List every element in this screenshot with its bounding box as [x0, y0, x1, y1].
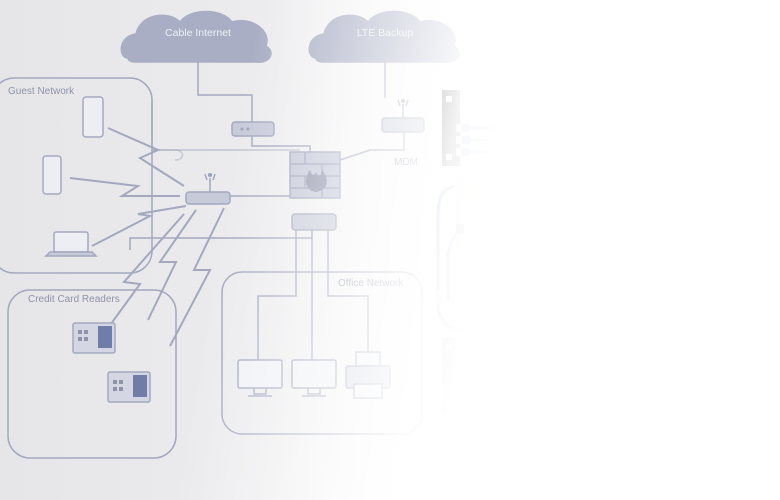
link-cable-to-modem — [197, 62, 253, 122]
card-reader-icon — [72, 322, 116, 354]
rack-hardware — [435, 90, 772, 414]
firewall-icon — [289, 151, 341, 199]
link-switch-office-1 — [257, 230, 297, 360]
cloud-cable-internet: Cable Internet — [120, 10, 272, 63]
cable-modem — [456, 168, 552, 252]
link-switch-printer — [327, 230, 369, 352]
link-lte-to-firewall — [339, 132, 405, 161]
smartphone-icon — [82, 96, 104, 138]
access-point-icon — [185, 173, 231, 205]
zone-guest-connector — [151, 100, 300, 151]
printer-icon — [345, 351, 391, 399]
switch-icon — [291, 213, 337, 231]
network-switch — [644, 180, 726, 320]
desktop-computer-icon — [237, 359, 283, 397]
device-label-modem: MDM — [394, 157, 418, 168]
network-sketch: Cable Internet LTE Backup Guest Network … — [0, 10, 460, 459]
zone-office-network — [221, 271, 423, 435]
zone-label-credit: Credit Card Readers — [28, 294, 120, 305]
smartphone-icon — [42, 155, 62, 195]
wireless-signal-icon — [69, 127, 225, 351]
modem-icon — [231, 121, 275, 137]
patch-panel-bottom — [442, 338, 468, 414]
cloud-lte-backup: LTE Backup — [308, 10, 460, 63]
desktop-computer-icon — [291, 359, 337, 397]
card-reader-icon — [107, 371, 151, 403]
cloud-label-cable: Cable Internet — [165, 27, 231, 39]
cloud-label-lte: LTE Backup — [357, 27, 414, 39]
firewall-appliance — [562, 208, 646, 296]
lte-router-icon — [381, 99, 425, 133]
zone-label-office: Office Network — [338, 278, 404, 289]
laptop-icon — [44, 231, 98, 257]
zone-label-guest: Guest Network — [8, 86, 75, 97]
